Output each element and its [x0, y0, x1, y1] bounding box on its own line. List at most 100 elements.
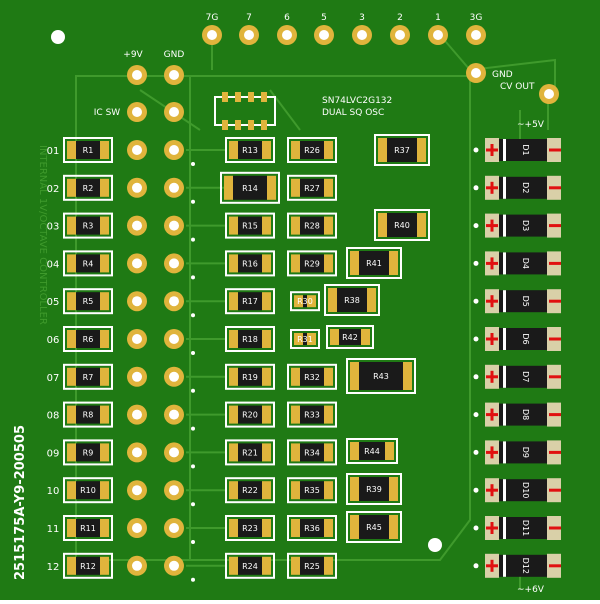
diode-D7: D7 [485, 364, 561, 389]
resistor-R28: R28 [287, 212, 337, 239]
diode-D8: D8 [485, 402, 561, 427]
resistor-R17: R17 [225, 288, 275, 315]
resistor-R21-pad-left [229, 443, 238, 462]
row-pad-b-11-hole [169, 523, 179, 533]
resistor-R5-pad-left [67, 292, 76, 311]
resistor-R31-label: R31 [297, 335, 313, 344]
diode-via-11 [473, 525, 479, 531]
D9-cathode-band [503, 441, 506, 464]
resistor-R14-label: R14 [242, 184, 258, 193]
resistor-R5-body [76, 292, 100, 311]
resistor-R16-pad-left [229, 254, 238, 273]
top-pin-label-1: 1 [435, 13, 441, 23]
misc-features [51, 30, 559, 552]
top-pin-label-5: 5 [321, 13, 327, 23]
D4-body [499, 252, 547, 275]
resistor-R11-silk [63, 515, 113, 541]
resistor-R25-label: R25 [304, 562, 320, 571]
resistor-R6-body [76, 330, 100, 348]
resistor-R38-pad-right [367, 288, 376, 312]
resistor-R31-body [303, 333, 307, 345]
resistor-R18-body [238, 330, 262, 348]
resistor-R11-pad-left [67, 519, 76, 537]
resistor-R36-silk [287, 515, 337, 541]
D9-mark-right [549, 450, 561, 454]
D2-mark-right [549, 186, 561, 190]
row-via-07 [191, 388, 195, 393]
resistor-R23-pad-right [262, 519, 271, 537]
resistor-R29-pad-left [291, 254, 300, 273]
diode-D11: D11 [485, 516, 561, 540]
resistor-R34-label: R34 [304, 448, 320, 457]
resistor-R23: R23 [225, 515, 275, 541]
D7-body [499, 365, 547, 388]
ic-pin-top-0 [222, 92, 228, 102]
diode-via-12 [473, 563, 479, 569]
diode-D12: D12 [485, 553, 561, 578]
resistor-R6-label: R6 [83, 335, 94, 344]
resistor-R10-label: R10 [80, 486, 96, 495]
resistor-R7-silk [63, 363, 113, 390]
resistor-R41: R41 [346, 247, 402, 279]
resistor-R2-label: R2 [83, 184, 94, 193]
resistor-R39: R39 [346, 473, 402, 505]
resistor-R22-label: R22 [242, 486, 258, 495]
diode-via-05 [473, 298, 479, 304]
resistor-R11-body [76, 519, 100, 537]
resistor-R2-silk [63, 174, 113, 201]
resistor-R29-pad-right [324, 254, 333, 273]
resistor-R31-silk [290, 329, 320, 349]
row-number-07: 07 [47, 373, 60, 384]
resistor-R8-label: R8 [83, 411, 94, 420]
resistor-R16-silk [225, 250, 275, 277]
D9-body [499, 441, 547, 464]
label-cv-out: CV OUT [500, 82, 535, 92]
resistor-R39-label: R39 [366, 485, 382, 494]
resistor-R44-body [359, 442, 385, 460]
resistor-R41-silk [346, 247, 402, 279]
resistor-R16-body [238, 254, 262, 273]
resistor-R23-pad-left [229, 519, 238, 537]
resistor-R31-pad-left [294, 333, 303, 345]
side-title: INTERNAL 1V/OCTAVE CONTROLLER [37, 145, 48, 325]
resistor-R30-body [303, 295, 307, 308]
D3-mark-right [549, 224, 561, 228]
top-pin-label-7: 7 [246, 13, 252, 23]
ic-pin-bottom-3 [261, 120, 267, 130]
D10-label: D10 [521, 482, 530, 498]
resistor-R9-body [76, 443, 100, 462]
resistor-R6-pad-right [100, 330, 109, 348]
D11-body [499, 517, 547, 539]
resistor-R44-label: R44 [364, 447, 380, 456]
ic-pin-top-2 [248, 92, 254, 102]
resistor-R14: R14 [220, 171, 280, 204]
resistor-R20-label: R20 [242, 411, 258, 420]
resistor-R11-pad-right [100, 519, 109, 537]
resistor-R36-label: R36 [304, 524, 320, 533]
resistor-R35-pad-right [324, 481, 333, 500]
D1-label: D1 [521, 144, 530, 155]
resistor-R13-pad-right [262, 141, 271, 159]
D8-label: D8 [521, 409, 530, 420]
row-pad-a-02-hole [132, 182, 142, 193]
resistor-R31-pad-right [307, 333, 316, 345]
resistor-R15-pad-right [262, 216, 271, 235]
top-pin-pad-7-hole [244, 30, 254, 40]
resistor-R26-pad-right [324, 141, 333, 159]
resistor-R7: R7 [63, 363, 113, 390]
row-via-02 [191, 199, 195, 204]
resistor-R38: R38 [324, 284, 380, 316]
D5-body [499, 290, 547, 313]
row-pad-a-08-hole [132, 409, 142, 420]
pad-gnd-left-hole [169, 70, 179, 80]
resistor-R40-body [387, 213, 417, 237]
row-number-05: 05 [47, 297, 60, 308]
